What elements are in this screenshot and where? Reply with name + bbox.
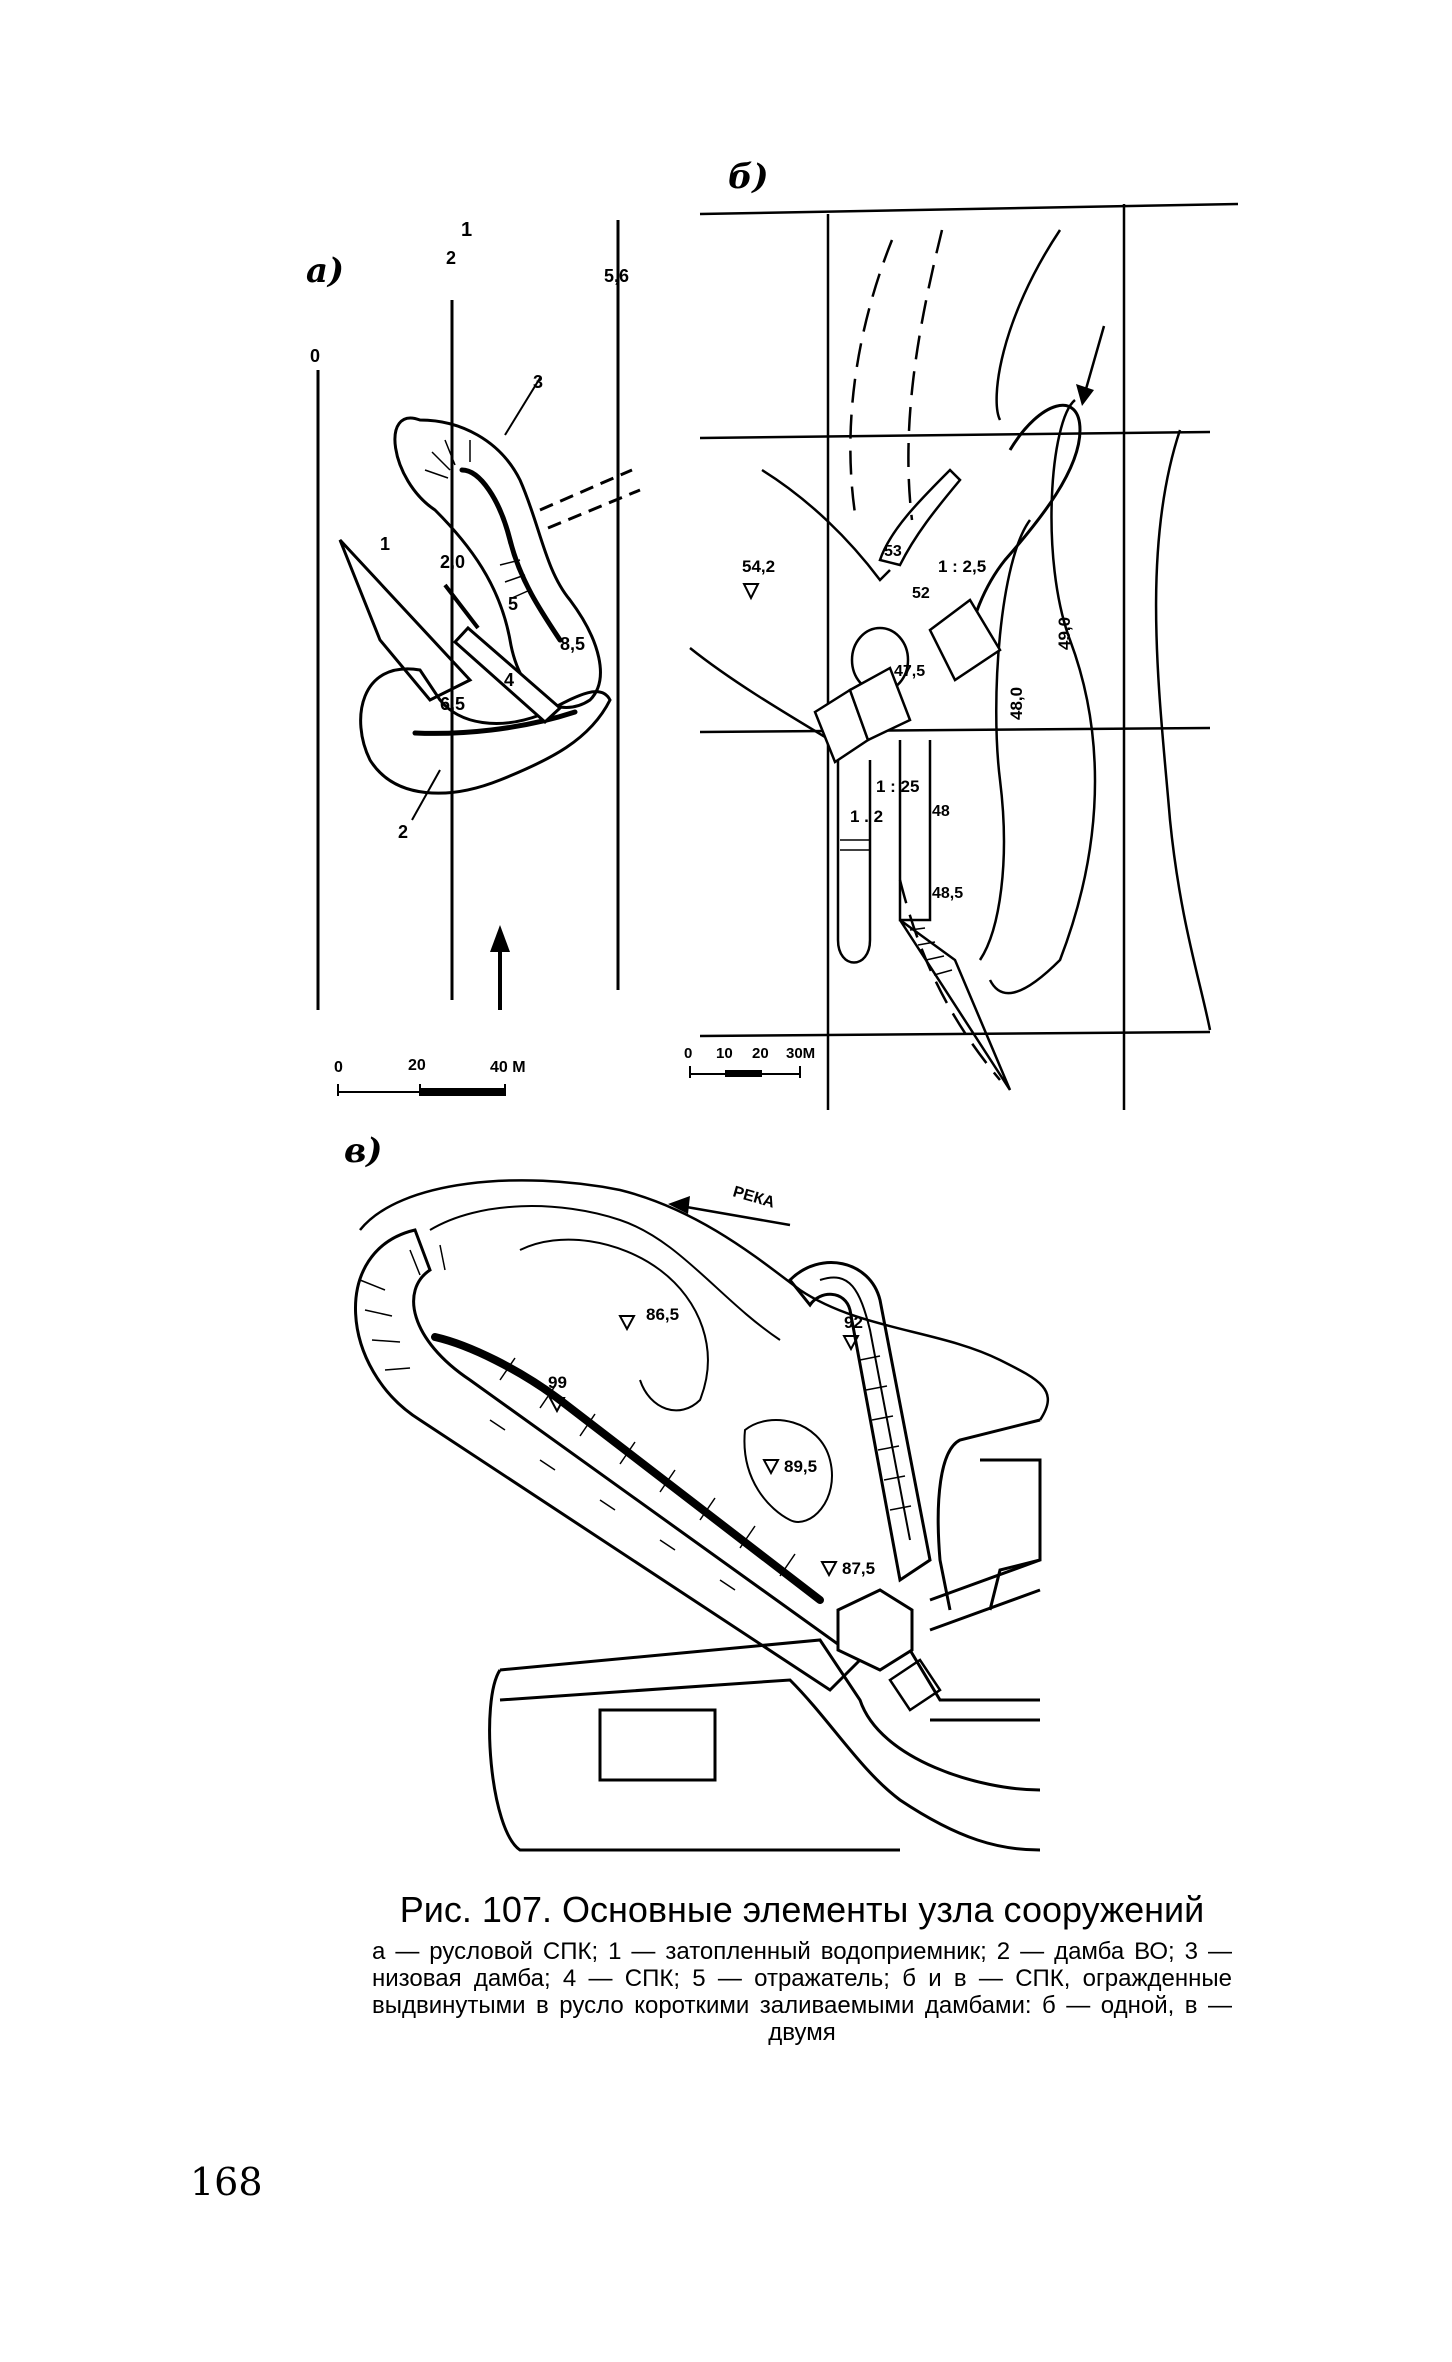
elev-52: 52 bbox=[912, 585, 930, 602]
elev-54-2: 54,2 bbox=[742, 557, 775, 576]
marker-89-5 bbox=[762, 1459, 780, 1476]
dam-vo-outline bbox=[359, 667, 612, 795]
elev-99: 99 bbox=[548, 1373, 567, 1392]
scale-b-10: 10 bbox=[716, 1045, 733, 1062]
flow-arrow-b bbox=[1082, 325, 1106, 397]
elev-89-5: 89,5 bbox=[784, 1457, 817, 1476]
river-bank bbox=[359, 1179, 1050, 1421]
lower-levee bbox=[488, 1638, 1041, 1852]
panel-a: а) 0 1 2 5,6 bbox=[306, 219, 641, 1096]
label-3: 3 bbox=[533, 372, 543, 392]
river-arrow-head bbox=[668, 1196, 690, 1214]
marker-54-2 bbox=[742, 583, 760, 601]
section-mark-5-6: 5,6 bbox=[604, 266, 629, 286]
marker-92 bbox=[842, 1335, 860, 1352]
outlet-node-v bbox=[888, 1658, 942, 1712]
central-node-v bbox=[836, 1588, 914, 1672]
caption-title: Рис. 107. Основные элементы узла сооруже… bbox=[399, 1889, 1205, 1930]
marker-99 bbox=[548, 1397, 566, 1414]
flow-arrow-head bbox=[490, 925, 510, 952]
page-number: 168 bbox=[190, 2160, 263, 2204]
scale-a-0: 0 bbox=[334, 1059, 343, 1076]
scale-a-40: 40 M bbox=[490, 1059, 526, 1076]
label-4: 4 bbox=[504, 670, 514, 690]
jetty-upper bbox=[761, 468, 891, 582]
second-dam-v bbox=[787, 1261, 932, 1583]
spk-structure bbox=[452, 625, 563, 725]
elev-87-5: 87,5 bbox=[842, 1559, 875, 1578]
scale-b-20: 20 bbox=[752, 1045, 769, 1062]
elev-48: 48 bbox=[932, 803, 950, 820]
panel-a-letter: а) bbox=[306, 251, 344, 291]
contour-v-2 bbox=[519, 1238, 709, 1412]
second-dam-inner bbox=[819, 1276, 911, 1541]
slope-1-25: 1 : 25 bbox=[876, 777, 919, 796]
elev-86-5: 86,5 bbox=[646, 1305, 679, 1324]
dam-vo-crest bbox=[412, 709, 578, 736]
elev-92: 92 bbox=[844, 1313, 863, 1332]
panel-v-letter: в) bbox=[344, 1131, 382, 1171]
intake-shape bbox=[338, 538, 473, 702]
right-bank-structures bbox=[908, 1418, 1042, 1722]
contour-48-0: 48,0 bbox=[1007, 687, 1026, 720]
lower-dam-crest bbox=[459, 467, 563, 643]
river-label: РЕКА bbox=[731, 1184, 777, 1212]
main-dam-v bbox=[354, 1228, 863, 1692]
contour-v-1 bbox=[429, 1205, 781, 1341]
scale-b-30m: 30M bbox=[786, 1045, 815, 1062]
training-dam bbox=[878, 468, 962, 567]
panel-b-letter: б) bbox=[728, 157, 769, 197]
downstream-channel bbox=[836, 760, 872, 964]
label-2: 2 bbox=[398, 822, 408, 842]
outlet-channel bbox=[898, 740, 932, 922]
elev-2-0: 2,0 bbox=[440, 552, 465, 572]
jetty-lower bbox=[689, 647, 841, 742]
slope-1-2-5: 1 : 2,5 bbox=[938, 557, 986, 576]
elev-6-5: 6,5 bbox=[440, 694, 465, 714]
section-mark-0: 0 bbox=[310, 346, 320, 366]
main-dam-v-crest bbox=[431, 1333, 824, 1604]
lower-dam-outline bbox=[393, 416, 602, 709]
upstream-dam bbox=[963, 403, 1082, 661]
island-contour bbox=[743, 1419, 833, 1523]
marker-87-5 bbox=[820, 1561, 838, 1578]
panel-v: в) РЕКА bbox=[344, 1131, 1050, 1852]
label-5: 5 bbox=[508, 594, 518, 614]
contour-49-0: 49,0 bbox=[1055, 617, 1074, 650]
label-1: 1 bbox=[380, 534, 390, 554]
spk-block-b bbox=[813, 598, 1002, 764]
scale-b-0: 0 bbox=[684, 1045, 692, 1062]
figure-caption: Рис. 107. Основные элементы узла сооруже… bbox=[372, 1888, 1232, 2046]
scale-bar-a bbox=[337, 1084, 506, 1096]
elev-47-5: 47,5 bbox=[894, 663, 925, 680]
scale-bar-b bbox=[689, 1066, 801, 1078]
section-mark-1: 1 bbox=[461, 219, 472, 241]
panel-b: б) bbox=[684, 157, 1239, 1110]
scale-a-20: 20 bbox=[408, 1057, 426, 1074]
main-dam-hatching bbox=[359, 1244, 796, 1591]
marker-86-5 bbox=[618, 1315, 636, 1332]
elev-53: 53 bbox=[884, 543, 902, 560]
flow-arrow-b-head bbox=[1076, 384, 1094, 406]
diagonal-wall bbox=[898, 918, 1012, 1091]
river-arrow bbox=[674, 1203, 791, 1227]
reflector bbox=[443, 583, 480, 630]
caption-body: а — русловой СПК; 1 — затопленный водопр… bbox=[372, 1938, 1232, 2046]
section-mark-2: 2 bbox=[446, 248, 456, 268]
elev-8-5: 8,5 bbox=[560, 634, 585, 654]
elev-48-5: 48,5 bbox=[932, 885, 963, 902]
building bbox=[598, 1708, 717, 1782]
slope-1-2: 1 . 2 bbox=[850, 807, 883, 826]
figure-107: а) 0 1 2 5,6 bbox=[306, 157, 1239, 1852]
